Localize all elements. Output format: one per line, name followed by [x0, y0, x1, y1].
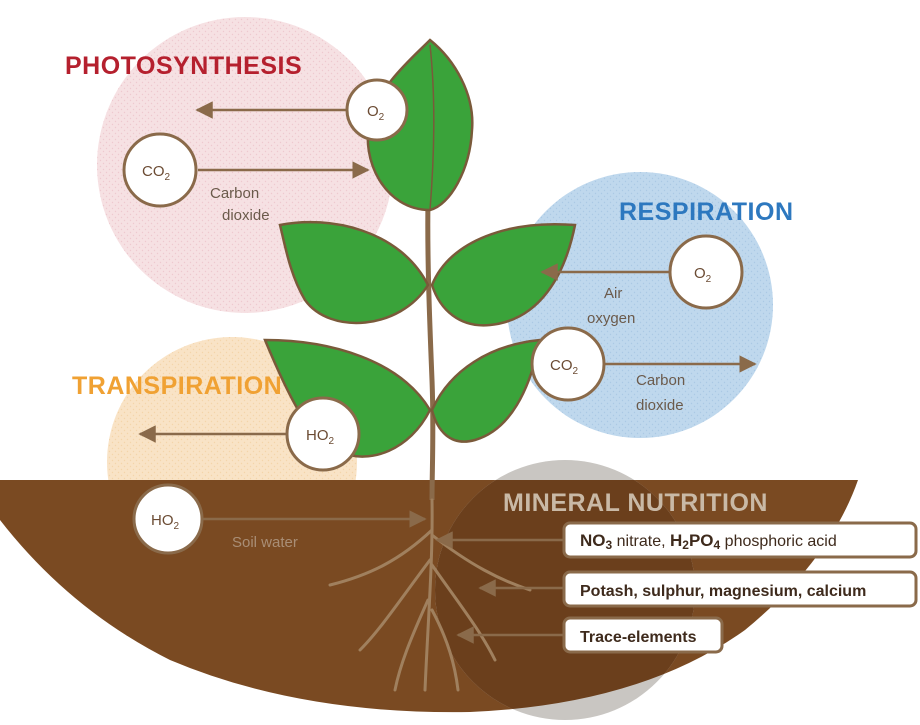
- svg-text:O2: O2: [694, 265, 712, 285]
- photo-co2-bubble: CO2: [122, 132, 198, 208]
- photosynthesis-title: PHOTOSYNTHESIS: [65, 52, 302, 80]
- leaf-top: [366, 38, 474, 212]
- soil-water-note: Soil water: [232, 534, 298, 551]
- svg-text:HO2: HO2: [151, 512, 180, 532]
- box3-text: Trace-elements: [580, 629, 697, 646]
- mineral-box-nitrate: NO3 nitrate, H2PO4 phosphoric acid: [562, 521, 918, 559]
- resp-co2-sub: 2: [573, 366, 579, 377]
- resp-co2-note-line1: Carbon: [636, 372, 685, 389]
- photo-o2-main: O: [367, 103, 379, 120]
- leaf-low-right: [430, 338, 542, 443]
- resp-air-note-line2: oxygen: [587, 310, 635, 327]
- leaf-mid-left: [278, 220, 430, 325]
- respiration-title: RESPIRATION: [619, 198, 794, 226]
- resp-o2-sub: 2: [706, 274, 712, 285]
- transpiration-title: TRANSPIRATION: [72, 372, 282, 400]
- box1-po-sub: 4: [714, 538, 721, 552]
- box1-phosphoric: phosphoric acid: [720, 533, 837, 550]
- leaf-top-vein: [429, 44, 435, 211]
- resp-co2-note-line2: dioxide: [636, 397, 684, 414]
- resp-air-note-line1: Air: [604, 285, 622, 302]
- photo-co2-sub: 2: [165, 172, 171, 183]
- soil-ho2-main: HO: [151, 512, 174, 529]
- box2-text: Potash, sulphur, magnesium, calcium: [580, 583, 866, 600]
- box1-no: NO: [580, 531, 606, 550]
- plant-stem: [425, 199, 436, 501]
- mineral-box-trace: Trace-elements: [562, 616, 724, 654]
- plant-roots: [328, 498, 532, 692]
- resp-o2-bubble: O2: [668, 234, 744, 310]
- photo-co2-note-line2: dioxide: [222, 207, 270, 224]
- svg-text:O2: O2: [367, 103, 385, 123]
- photo-co2-note-line1: Carbon: [210, 185, 259, 202]
- resp-co2-bubble: CO2: [530, 326, 606, 402]
- svg-text:HO2: HO2: [306, 427, 335, 447]
- box1-no-sub: 3: [606, 538, 613, 552]
- box1-h-sub: 2: [682, 538, 689, 552]
- resp-o2-main: O: [694, 265, 706, 282]
- svg-text:NO3 nitrate, H2PO4 phosphoric: NO3 nitrate, H2PO4 phosphoric acid: [580, 531, 837, 552]
- photo-co2-main: CO: [142, 163, 165, 180]
- trans-ho2-bubble: HO2: [285, 396, 361, 472]
- trans-ho2-sub: 2: [329, 436, 335, 447]
- svg-text:CO2: CO2: [142, 163, 171, 183]
- mineral-nutrition-title: MINERAL NUTRITION: [503, 489, 768, 517]
- soil-ho2-sub: 2: [174, 521, 180, 532]
- box1-po: PO: [689, 531, 714, 550]
- photo-o2-sub: 2: [379, 112, 385, 123]
- flow-arrows: [138, 101, 757, 644]
- resp-co2-main: CO: [550, 357, 573, 374]
- trans-ho2-main: HO: [306, 427, 329, 444]
- photo-o2-bubble: O2: [345, 78, 409, 142]
- box1-nitrate: nitrate,: [612, 533, 670, 550]
- leaf-low-left: [263, 338, 432, 458]
- mineral-box-potash: Potash, sulphur, magnesium, calcium: [562, 570, 918, 608]
- box1-h: H: [670, 531, 682, 550]
- svg-text:CO2: CO2: [550, 357, 579, 377]
- soil-ho2-bubble: HO2: [132, 483, 204, 555]
- leaf-mid-right: [430, 223, 577, 327]
